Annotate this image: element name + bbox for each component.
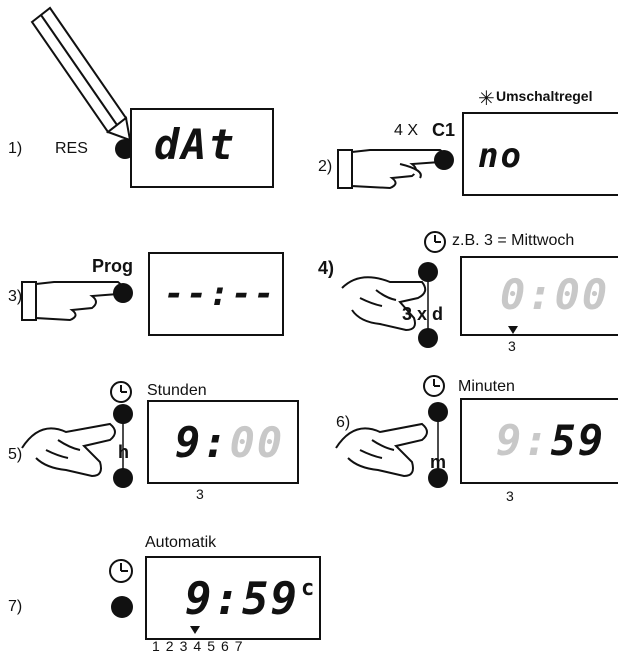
asterisk-icon: ✳ — [478, 88, 495, 110]
lcd-minutes: 00 — [229, 418, 285, 467]
hand-icon — [21, 281, 123, 322]
clock-icon — [110, 381, 132, 403]
lcd-display-step5: 9:00 — [147, 400, 299, 484]
clock-icon — [424, 231, 446, 253]
lcd-colon: : — [523, 416, 551, 465]
lcd-text: --:-- — [164, 274, 277, 314]
clock-button[interactable] — [418, 262, 438, 282]
h-key-label: h — [118, 442, 129, 462]
day-2: 2 — [165, 638, 180, 654]
lcd-minutes: 59 — [550, 416, 606, 465]
clock-icon — [423, 375, 445, 397]
lcd-hour: 9 — [175, 418, 203, 467]
m-key-label: m — [430, 452, 447, 472]
day-example-label: z.B. 3 = Mittwoch — [452, 232, 575, 249]
hand-icon — [341, 276, 427, 332]
c1-button[interactable] — [434, 150, 454, 170]
mode-indicator: c — [301, 576, 317, 601]
clock-button[interactable] — [113, 404, 133, 424]
lcd-text: 0:00 — [500, 270, 610, 319]
h-button[interactable] — [113, 468, 133, 488]
press-count-label: 4 X — [394, 122, 419, 139]
lcd-display-step4: 0:00 — [460, 256, 618, 336]
weekday-scale: 1234567 — [152, 638, 249, 654]
day-7: 7 — [234, 638, 249, 654]
day-3: 3 — [179, 638, 194, 654]
day-number: 3 — [196, 486, 204, 502]
day-number: 3 — [506, 488, 514, 504]
hand-icon — [337, 149, 445, 190]
lcd-text: dAt — [154, 120, 236, 169]
step-4-number: 4) — [318, 258, 335, 278]
day-4: 4 — [193, 638, 208, 654]
pencil-icon — [30, 6, 132, 142]
lcd-text: no — [478, 136, 523, 176]
step-7-number: 7) — [8, 598, 23, 615]
res-label: RES — [55, 140, 88, 157]
run-indicator — [111, 596, 133, 618]
day-marker — [190, 626, 200, 634]
day-6: 6 — [220, 638, 235, 654]
lcd-colon: : — [202, 418, 230, 467]
step-6-number: 6) — [336, 414, 351, 431]
lcd-display-step2: no — [462, 112, 618, 196]
m-button[interactable] — [428, 468, 448, 488]
day-key-label: 3 x d — [402, 304, 444, 324]
clock-button[interactable] — [428, 402, 448, 422]
c1-key-label: C1 — [432, 120, 456, 140]
lcd-text: 9:59 — [185, 574, 299, 625]
lcd-hour: 9 — [496, 416, 524, 465]
prog-key-label: Prog — [92, 256, 134, 276]
minutes-title: Minuten — [458, 378, 515, 395]
step-1-number: 1) — [8, 140, 23, 157]
day-number: 3 — [508, 338, 516, 354]
lcd-display-step6: 9:59 — [460, 398, 618, 484]
day-marker — [508, 326, 518, 334]
step-3-number: 3) — [8, 288, 23, 305]
day-5: 5 — [207, 638, 221, 654]
step-5-number: 5) — [8, 446, 23, 463]
hand-icon — [21, 422, 116, 478]
clock-icon — [109, 559, 133, 583]
lcd-display-step7: 9:59 c — [145, 556, 321, 640]
lcd-display-step1: dAt — [130, 108, 274, 188]
prog-button[interactable] — [113, 283, 133, 303]
note-label: Umschaltregel — [496, 88, 593, 104]
day-1: 1 — [152, 638, 166, 654]
automatic-title: Automatik — [145, 534, 217, 551]
step-2-number: 2) — [318, 158, 333, 175]
hand-icon — [335, 422, 428, 478]
lcd-display-step3: --:-- — [148, 252, 284, 336]
hours-title: Stunden — [147, 382, 207, 399]
d-button[interactable] — [418, 328, 438, 348]
